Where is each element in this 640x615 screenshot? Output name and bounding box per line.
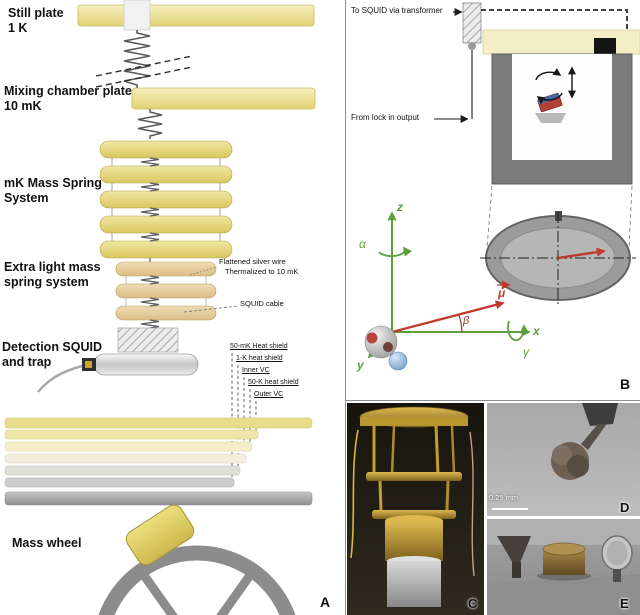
label-shield-50k: 50-K heat shield <box>248 379 299 386</box>
mixing-chamber-bar <box>131 87 316 110</box>
coordinate-axes <box>364 211 531 371</box>
squid-cable-wire <box>37 364 83 393</box>
label-mixing-chamber: Mixing chamber plate 10 mK <box>4 84 132 113</box>
label-from-lockin: From lock in output <box>351 113 420 122</box>
vessel-cavity <box>512 54 612 160</box>
wheel-mass <box>125 504 195 566</box>
photo-magnet-closeup <box>487 403 640 516</box>
squid-block <box>594 38 616 54</box>
scale-bar-label: 0.25 mm <box>489 493 519 502</box>
moment-arrow-topview <box>557 247 606 260</box>
beta-angle-arc <box>458 314 463 333</box>
label-thermalized: Thermalized to 10 mK <box>225 267 299 276</box>
transformer-icon <box>462 2 482 44</box>
photo-trap-assembly <box>487 519 640 615</box>
rotation-arrow <box>535 68 562 81</box>
suspension-rod <box>123 0 151 31</box>
label-detection-squid: Detection SQUID and trap <box>2 340 103 369</box>
axis-label-x: x <box>533 324 540 338</box>
alpha-rotation-arrow <box>378 246 412 257</box>
vessel-top-view <box>480 211 636 304</box>
spring <box>137 109 163 139</box>
break-line <box>95 66 193 88</box>
detection-squid-assembly <box>37 327 199 393</box>
shield-bars <box>4 417 313 506</box>
break-line <box>95 55 193 77</box>
blue-sphere <box>388 351 408 371</box>
photo-dilution-fridge <box>347 403 484 615</box>
vector-label-mu: μ <box>498 286 506 300</box>
panel-label-b: B <box>620 376 631 392</box>
mu-vector-arrow <box>391 300 505 334</box>
panel-a-diagram <box>4 0 316 615</box>
label-still-plate: Still plate 1 K <box>8 6 64 35</box>
label-extra-light: Extra light mass spring system <box>4 260 101 289</box>
gamma-rotation-arrow <box>507 320 529 342</box>
panel-label-a: A <box>320 594 331 610</box>
magnet-holder <box>535 113 566 123</box>
label-squid-cable: SQUID cable <box>240 299 284 308</box>
main-spring <box>123 30 151 88</box>
panel-label-e: E <box>620 596 629 611</box>
angle-label-beta: β <box>463 315 470 327</box>
leader-silver-wire <box>189 266 218 276</box>
leader-squid-cable <box>183 305 239 313</box>
mount-hatch <box>117 327 179 353</box>
mass-wheel-graphic <box>98 504 296 615</box>
label-to-squid: To SQUID via transformer <box>351 6 443 15</box>
still-plate-bar <box>77 4 315 27</box>
axis-label-y: y <box>357 358 364 372</box>
label-shield-1k: 1-K heat shield <box>236 355 283 362</box>
label-outer-vc: Outer VC <box>254 391 284 398</box>
panel-b-diagram <box>364 2 640 371</box>
label-mass-wheel: Mass wheel <box>12 536 82 550</box>
panel-label-c: C <box>468 596 478 611</box>
label-shield-50mk: 50-mK Heat shield <box>230 343 288 350</box>
mk-mass-spring-stack <box>99 140 233 262</box>
label-mk-mass-spring: mK Mass Spring System <box>4 176 102 205</box>
trap-cylinder <box>93 353 199 376</box>
top-plate <box>482 29 640 55</box>
axis-label-z: z <box>397 200 403 214</box>
extra-light-stack <box>115 261 217 329</box>
label-flattened-wire: Flattened silver wire <box>219 257 286 266</box>
angle-label-alpha: α <box>359 237 366 251</box>
panel-label-d: D <box>620 500 630 515</box>
label-inner-vc: Inner VC <box>242 367 270 374</box>
angle-label-gamma: γ <box>523 345 529 359</box>
rotation-arrow <box>536 92 563 104</box>
